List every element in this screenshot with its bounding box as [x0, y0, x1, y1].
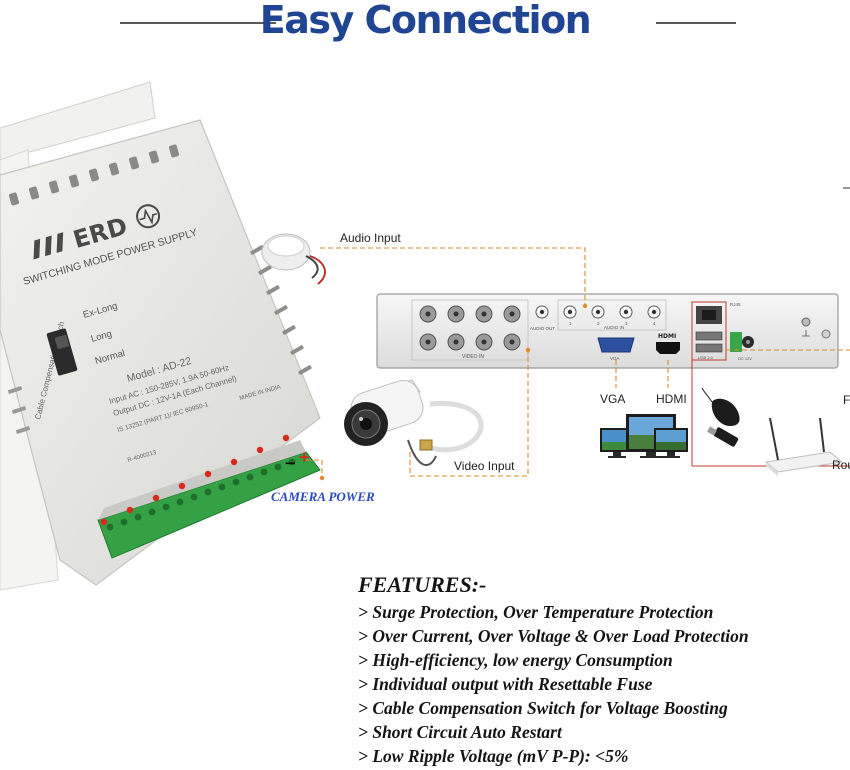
- dvr-video-in-label: VIDEO IN: [462, 354, 484, 360]
- usb-ports: [695, 331, 723, 353]
- polarity-plus: +: [298, 448, 311, 466]
- audio-microphone: [261, 233, 326, 285]
- dvr-vga-label: VGA: [610, 356, 620, 361]
- psu-vents-side: [250, 245, 312, 375]
- video-input-label: Video Input: [454, 459, 515, 473]
- status-leds: [100, 434, 290, 526]
- header-rule-left: [120, 22, 276, 24]
- cable-compensation-switch: [46, 328, 78, 376]
- power-supply-unit: ERD SWITCHING MODE POWER SUPPLY Cable Co…: [0, 81, 321, 591]
- feature-item: > Low Ripple Voltage (mV P-P): <5%: [358, 746, 629, 766]
- psu-vents-left: [7, 386, 31, 434]
- cctv-camera: [344, 379, 484, 466]
- polarity-minus: −: [284, 454, 297, 472]
- dc-power-port: [730, 332, 754, 352]
- router: [764, 417, 844, 476]
- features-heading: FEATURES:-: [358, 572, 487, 597]
- hdmi-label: HDMI: [656, 392, 687, 406]
- page-title: Easy Connection: [259, 0, 592, 42]
- audio-ch-3: 3: [625, 321, 628, 326]
- mouse: [701, 387, 740, 426]
- monitor-hdmi: [654, 428, 688, 458]
- feature-item: > Short Circuit Auto Restart: [358, 722, 562, 742]
- dvr-hdmi-label: HDMI: [658, 333, 676, 340]
- vga-label: VGA: [600, 392, 626, 406]
- router-label: Rou: [832, 458, 850, 472]
- camera-power-label: CAMERA POWER: [271, 489, 375, 504]
- dvr-recorder: VIDEO IN AUDIO OUT 1 2 3 4 AUDIO IN: [376, 293, 839, 369]
- feature-item: > Cable Compensation Switch for Voltage …: [358, 698, 728, 718]
- feature-item: > Individual output with Resettable Fuse: [358, 674, 653, 694]
- video-in-bnc-ports: [419, 305, 521, 351]
- features-section: FEATURES:- > Surge Protection, Over Temp…: [358, 572, 848, 768]
- connection-lines: [306, 247, 850, 478]
- header-rule-right: [656, 22, 736, 24]
- power-line: [306, 459, 323, 478]
- hdmi-port: [656, 342, 680, 354]
- monitors: [600, 414, 688, 458]
- psu-vents-top: [8, 144, 180, 206]
- usb-dongle: [707, 426, 739, 447]
- psu-logo-wave-icon: [136, 204, 161, 229]
- feature-item: > Surge Protection, Over Temperature Pro…: [358, 602, 714, 622]
- dvr-usb-label: USB 2.0: [698, 355, 714, 360]
- vga-port: [597, 337, 635, 353]
- audio-ch-4: 4: [653, 321, 656, 326]
- audio-line: [320, 247, 586, 306]
- dvr-audio-out-label: AUDIO OUT: [530, 326, 555, 331]
- audio-ch-1: 1: [569, 321, 572, 326]
- feature-item: > High-efficiency, low energy Consumptio…: [358, 650, 673, 670]
- audio-out-port: [535, 305, 549, 319]
- rj45-port: [696, 306, 722, 324]
- dvr-rj45-label: RJ45: [730, 302, 741, 307]
- features-list: > Surge Protection, Over Temperature Pro…: [358, 600, 848, 768]
- audio-input-label: Audio Input: [340, 231, 401, 245]
- dvr-dc-label: DC 12V: [738, 356, 752, 361]
- terminal-screws: [106, 458, 296, 531]
- ground-screw: [801, 317, 811, 337]
- right-edge-label: F: [843, 393, 850, 407]
- audio-ch-2: 2: [597, 321, 600, 326]
- feature-item: > Over Current, Over Voltage & Over Load…: [358, 626, 749, 646]
- dvr-audio-in-label: AUDIO IN: [604, 325, 624, 330]
- psu-mount-plate: [0, 81, 156, 161]
- video-line: [409, 350, 529, 477]
- terminal-block: − +: [97, 434, 321, 559]
